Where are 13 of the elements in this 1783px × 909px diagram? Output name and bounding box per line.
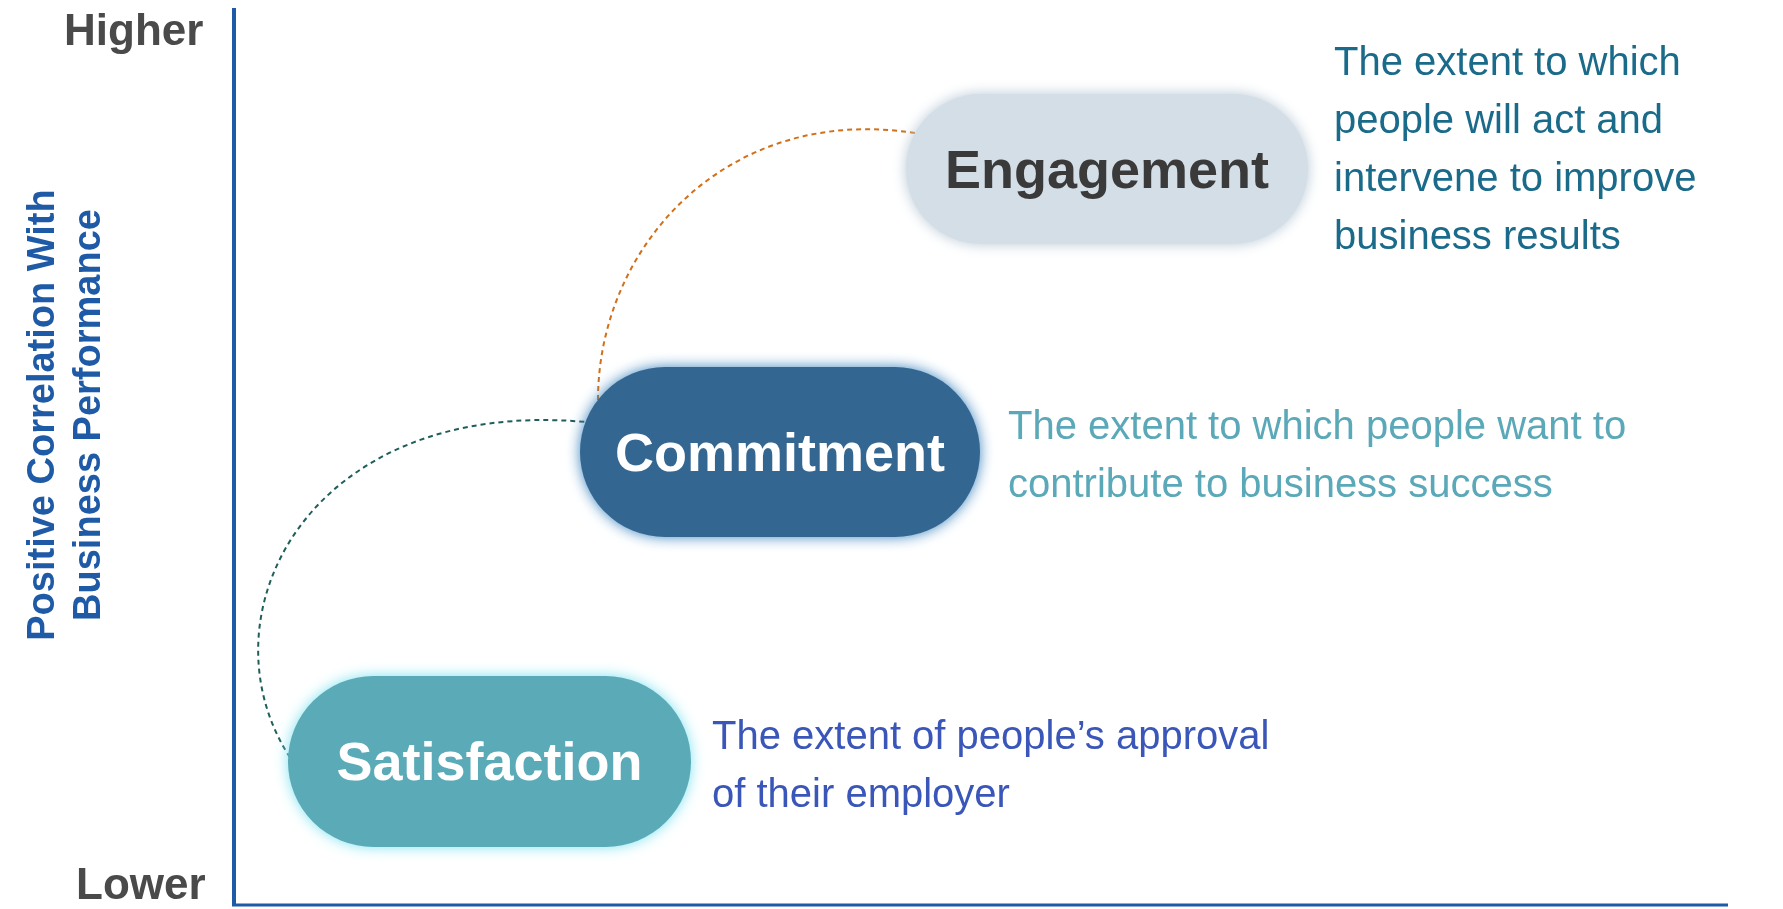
- engagement-pill: [906, 94, 1308, 244]
- node-title: Satisfaction: [336, 730, 643, 793]
- axis-label: Lower: [76, 862, 206, 906]
- satisfaction-pill: [288, 676, 691, 847]
- commitment-pill: [580, 367, 980, 537]
- axis-label: Higher: [64, 8, 204, 52]
- axis-title: Positive Correlation With Business Performance: [19, 188, 109, 643]
- dashed-connector: [597, 128, 916, 401]
- node-title: Commitment: [615, 420, 945, 484]
- description-text: The extent to which people will act and intervene to improve business results: [1334, 38, 1698, 259]
- description-text: The extent to which people want to contribute to business success: [1008, 402, 1628, 507]
- node-title: Engagement: [944, 137, 1270, 201]
- description-text: The extent of people’s approval of their employer: [712, 712, 1271, 817]
